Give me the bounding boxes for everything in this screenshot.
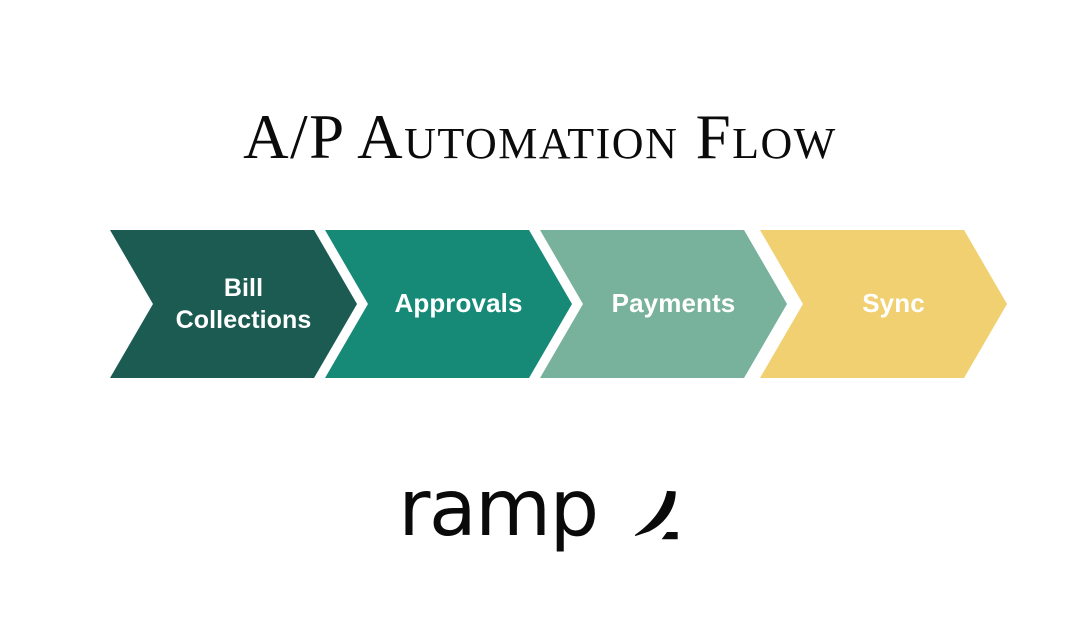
flow-step-label: Approvals [394,288,523,319]
ramp-logo: ramp [0,466,1080,556]
flow-step-sync[interactable]: Sync [760,230,1007,378]
flow-step-label: Bill Collections [175,274,312,334]
page-title: A/P Automation Flow [243,102,837,172]
flow-step-approvals[interactable]: Approvals [325,230,572,378]
ramp-wordmark: ramp [398,464,599,554]
flow-step-label: Payments [611,288,736,319]
flow-step-bill-collections[interactable]: Bill Collections [110,230,357,378]
flow-step-payments[interactable]: Payments [540,230,787,378]
flow-step-label: Sync [862,288,925,319]
ramp-swoosh-icon [620,486,682,548]
ap-automation-flow-diagram: Bill Collections Approvals Payments Sync [110,230,1010,378]
